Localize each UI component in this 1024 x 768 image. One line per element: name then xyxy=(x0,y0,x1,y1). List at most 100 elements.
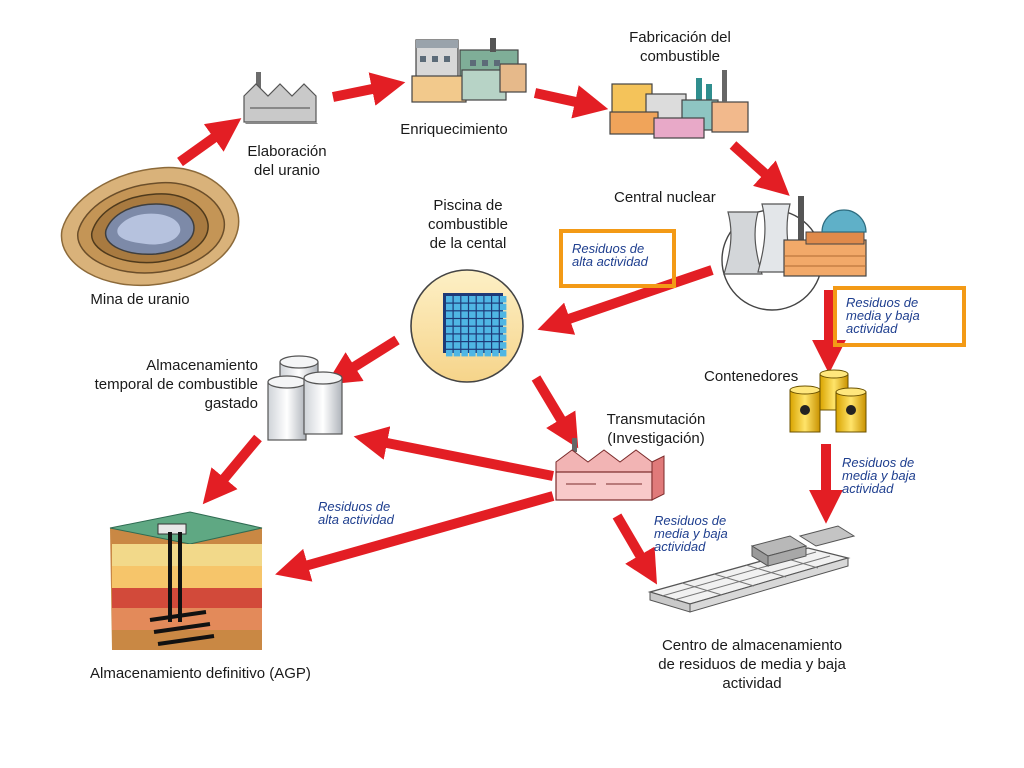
label-containers: Contenedores xyxy=(704,368,799,385)
fuel-pool-cell xyxy=(446,334,453,341)
fuel-pool-cell xyxy=(446,326,453,334)
fuel-pool-cell xyxy=(446,303,453,311)
nuclear-plant-illustration xyxy=(721,196,867,311)
fuel-pool-cell xyxy=(469,334,476,341)
label-transmutation: Transmutación (Investigación) xyxy=(606,411,706,447)
fuel-pool-cell xyxy=(469,349,476,357)
fuel-pool-cell xyxy=(476,342,484,349)
fuel-pool-cell xyxy=(499,334,507,341)
label-temp-storage: Almacenamiento temporal de combustible g… xyxy=(94,357,258,412)
waste-label-high-activity-transmutation: Residuos de alta actividad xyxy=(318,499,394,527)
arrow-transmutation-to-final xyxy=(275,491,555,582)
fuel-pool-cell xyxy=(476,349,484,357)
fuel-pool-cell xyxy=(484,311,491,318)
arrow-transmutation-to-center xyxy=(612,513,657,585)
fuel-pool-cell xyxy=(499,349,507,357)
fuel-pool-cell xyxy=(469,303,476,311)
fuel-pool-cell xyxy=(453,342,461,349)
highlight-box-high-activity xyxy=(559,229,676,288)
fuel-pool-cell xyxy=(492,303,499,311)
fuel-pool-cell xyxy=(476,296,484,303)
arrow-plant-to-pool xyxy=(537,265,714,335)
fuel-pool-cell xyxy=(453,311,461,318)
fuel-pool-cell xyxy=(499,326,507,334)
processing-plant-illustration xyxy=(243,72,318,124)
fuel-pool-cell xyxy=(476,303,484,311)
fuel-pool-cell xyxy=(461,334,468,341)
fuel-pool-cell xyxy=(484,296,491,303)
fuel-pool-cell xyxy=(453,296,461,303)
label-enrichment: Enriquecimiento xyxy=(400,121,508,138)
label-final-storage: Almacenamiento definitivo (AGP) xyxy=(90,665,311,682)
waste-label-high-activity-plant: Residuos de alta actividad xyxy=(572,241,648,269)
fuel-pool-cell xyxy=(453,334,461,341)
fuel-pool-cell xyxy=(446,311,453,318)
fuel-pool-cell xyxy=(499,296,507,303)
fuel-pool-cell xyxy=(492,342,499,349)
fuel-pool-cell xyxy=(461,326,468,334)
fuel-pool-cell xyxy=(461,319,468,326)
fuel-pool-cell xyxy=(484,342,491,349)
fuel-pool-cell xyxy=(499,311,507,318)
fuel-pool-cell xyxy=(469,319,476,326)
fuel-pool-cell xyxy=(492,296,499,303)
deep-geological-repository-illustration xyxy=(109,511,263,650)
arrow-processing-to-enrichment xyxy=(332,72,406,106)
label-storage-center: Centro de almacenamiento de residuos de … xyxy=(658,637,846,692)
fuel-pool-cell xyxy=(469,296,476,303)
fuel-pool-cell xyxy=(476,319,484,326)
label-mine: Mina de uranio xyxy=(90,291,190,308)
label-plant: Central nuclear xyxy=(614,189,716,206)
fuel-pool-cell xyxy=(446,349,453,357)
fuel-pool-cell xyxy=(492,319,499,326)
arrow-enrichment-to-fabrication xyxy=(533,85,609,119)
fuel-pool-cell xyxy=(499,342,507,349)
label-processing: Elaboración del uranio xyxy=(247,143,327,179)
enrichment-plant-illustration xyxy=(411,38,527,103)
temp-storage-casks-illustration xyxy=(267,355,343,441)
highlight-box-medium-low-activity xyxy=(833,286,966,347)
fuel-pool-cell xyxy=(469,342,476,349)
fuel-fabrication-illustration xyxy=(609,70,749,139)
fuel-pool-cell xyxy=(446,342,453,349)
fuel-pool-cell xyxy=(484,326,491,334)
arrow-pool-to-temp-storage xyxy=(325,335,400,385)
fuel-pool-cell xyxy=(461,311,468,318)
fuel-pool-cell xyxy=(453,349,461,357)
fuel-pool-cell xyxy=(484,303,491,311)
uranium-mine-illustration xyxy=(60,166,240,286)
fuel-pool-cell xyxy=(453,303,461,311)
fuel-pool-cell xyxy=(476,326,484,334)
fuel-pool-cell xyxy=(499,319,507,326)
storage-center-illustration xyxy=(647,525,856,613)
fuel-pool-cell xyxy=(469,326,476,334)
fuel-pool-cell xyxy=(484,334,491,341)
waste-label-medium-low-plant: Residuos de media y baja actividad xyxy=(846,295,920,336)
fuel-pool-cell xyxy=(461,296,468,303)
fuel-pool-cell xyxy=(469,311,476,318)
fuel-pool-cell xyxy=(476,311,484,318)
fuel-pool-cell xyxy=(461,349,468,357)
fuel-pool-cell xyxy=(446,296,453,303)
flow-arrows xyxy=(177,72,847,585)
fuel-pool-cell xyxy=(492,349,499,357)
label-pool: Piscina de combustible de la cental xyxy=(427,197,509,252)
fuel-pool-cell xyxy=(492,326,499,334)
fuel-pool-cell xyxy=(461,342,468,349)
waste-label-medium-low-containers: Residuos de media y baja actividad xyxy=(842,455,916,496)
arrow-fabrication-to-plant xyxy=(729,141,790,196)
arrow-mine-to-processing xyxy=(177,118,242,167)
fuel-pool-illustration xyxy=(410,269,524,383)
fuel-pool-cell xyxy=(492,334,499,341)
transmutation-facility-illustration xyxy=(555,438,665,501)
fuel-pool-cell xyxy=(461,303,468,311)
fuel-pool-cell xyxy=(453,326,461,334)
arrow-transmutation-to-temp xyxy=(353,426,554,481)
waste-label-medium-low-transmutation: Residuos de media y baja actividad xyxy=(654,513,728,554)
fuel-pool-cell xyxy=(453,319,461,326)
fuel-pool-cell xyxy=(499,303,507,311)
waste-containers-illustration xyxy=(789,369,867,433)
fuel-pool-cell xyxy=(492,311,499,318)
fuel-pool-cell xyxy=(484,349,491,357)
